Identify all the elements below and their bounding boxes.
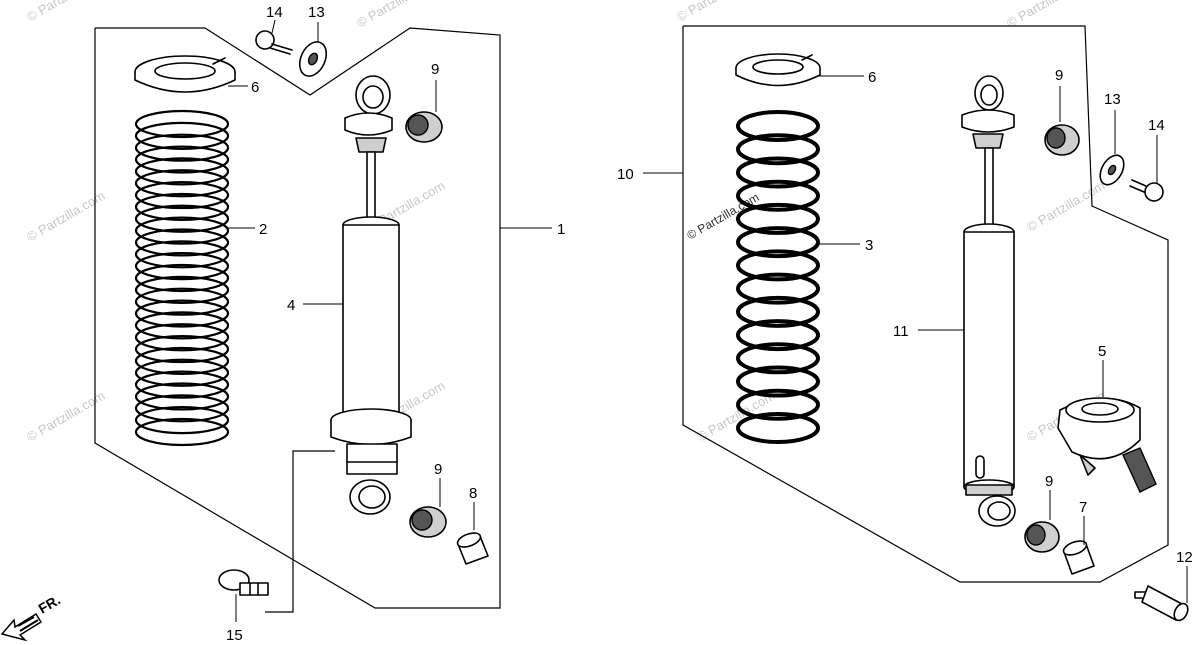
callout-6: 6	[251, 79, 259, 96]
spring-coil	[134, 417, 230, 447]
spring-coil	[134, 192, 230, 222]
spring-coil	[134, 228, 230, 257]
spring-coil	[736, 179, 820, 212]
callout-8: 8	[469, 485, 477, 502]
rubber-bushing	[405, 111, 443, 143]
flange-bolt	[1129, 179, 1164, 202]
pivot-pin	[1134, 585, 1189, 622]
front-arrow-hatch	[17, 616, 39, 632]
spring-coil	[134, 334, 230, 364]
callout-1: 1	[557, 221, 565, 238]
spring-coil	[134, 240, 230, 269]
callout-9: 9	[434, 461, 442, 478]
callout-6: 6	[868, 69, 876, 86]
callout-4: 4	[287, 297, 295, 314]
spring-coil	[736, 272, 820, 305]
spring-coil	[134, 346, 230, 376]
spring-coil	[736, 388, 820, 421]
front-label: FR.	[36, 591, 64, 616]
spring-coil	[736, 295, 820, 328]
callout-3: 3	[865, 237, 873, 254]
spring-coil	[134, 109, 230, 139]
spring-coil	[134, 133, 230, 162]
front-direction-indicator: FR.	[0, 591, 64, 642]
spring-coil	[134, 121, 230, 150]
collar	[456, 532, 489, 565]
watermark: © Partzilla.com	[1024, 178, 1107, 235]
spring-coil	[134, 323, 230, 352]
spring-coil	[134, 216, 230, 245]
spring-seat	[134, 55, 236, 93]
spring-coil	[134, 157, 230, 186]
spring-coil	[134, 169, 230, 198]
spring-coil	[736, 365, 820, 398]
right-shock-assembly: 6 3 10 11 9 5 9 7 13 14 12	[617, 25, 1193, 622]
callout-15: 15	[226, 627, 243, 644]
right-assembly-frame	[682, 25, 1169, 583]
spring-coil	[134, 311, 230, 340]
spring-coil	[134, 382, 230, 411]
spring-coil	[134, 204, 230, 233]
spring-coil	[736, 319, 820, 352]
watermark: © Partzilla.com	[685, 190, 762, 243]
rubber-bushing	[409, 506, 447, 538]
callout-14: 14	[1148, 117, 1165, 134]
spring-coil	[736, 249, 820, 282]
spring-coil	[134, 145, 230, 174]
leader-line	[271, 19, 276, 34]
washer	[1099, 154, 1125, 186]
spring-coil	[736, 110, 820, 142]
rubber-bushing	[1024, 521, 1060, 553]
spring-coil	[736, 133, 820, 166]
rubber-bushing	[1044, 124, 1080, 156]
flange-bolt	[218, 569, 269, 596]
shock-absorber	[961, 75, 1016, 527]
spring-seat	[735, 53, 821, 87]
callout-9: 9	[431, 61, 439, 78]
washer	[298, 41, 328, 77]
watermark: © Partzilla.com	[24, 0, 107, 25]
callout-5: 5	[1098, 343, 1106, 360]
callout-9: 9	[1045, 473, 1053, 490]
front-arrow-icon	[0, 612, 43, 642]
spring-coil	[736, 226, 820, 259]
spring-coil	[134, 180, 230, 210]
spring-coil	[736, 342, 820, 375]
coil-spring	[736, 110, 820, 444]
flange-bolt	[255, 30, 293, 55]
collar	[1062, 540, 1095, 575]
spring-coil	[134, 394, 230, 423]
spring-coil	[134, 252, 230, 281]
spring-adjuster	[1057, 397, 1157, 493]
callout-12: 12	[1176, 549, 1193, 566]
spring-coil	[736, 412, 820, 444]
spring-coil	[134, 263, 230, 293]
callout-14: 14	[266, 4, 283, 21]
callout-10: 10	[617, 166, 634, 183]
left-bolt-frame	[265, 450, 335, 613]
watermark: © Partzilla.com	[674, 0, 757, 25]
spring-coil	[736, 156, 820, 189]
callout-7: 7	[1079, 499, 1087, 516]
shock-absorber	[330, 75, 412, 515]
callout-11: 11	[893, 323, 909, 340]
left-assembly-frame	[94, 27, 501, 609]
spring-coil	[134, 358, 230, 387]
callout-9: 9	[1055, 67, 1063, 84]
callout-13: 13	[1104, 91, 1121, 108]
callout-13: 13	[308, 4, 325, 21]
spring-coil	[134, 370, 230, 399]
spring-coil	[134, 275, 230, 304]
spring-coil	[134, 287, 230, 316]
watermark: © Partzilla.com	[354, 0, 437, 31]
left-shock-assembly: 6 2 1 4 9 9 8 13 14 15	[94, 4, 565, 644]
spring-coil	[134, 299, 230, 328]
callout-2: 2	[259, 221, 267, 238]
coil-spring	[134, 109, 230, 447]
spring-coil	[134, 406, 230, 435]
spring-coil	[736, 202, 820, 235]
